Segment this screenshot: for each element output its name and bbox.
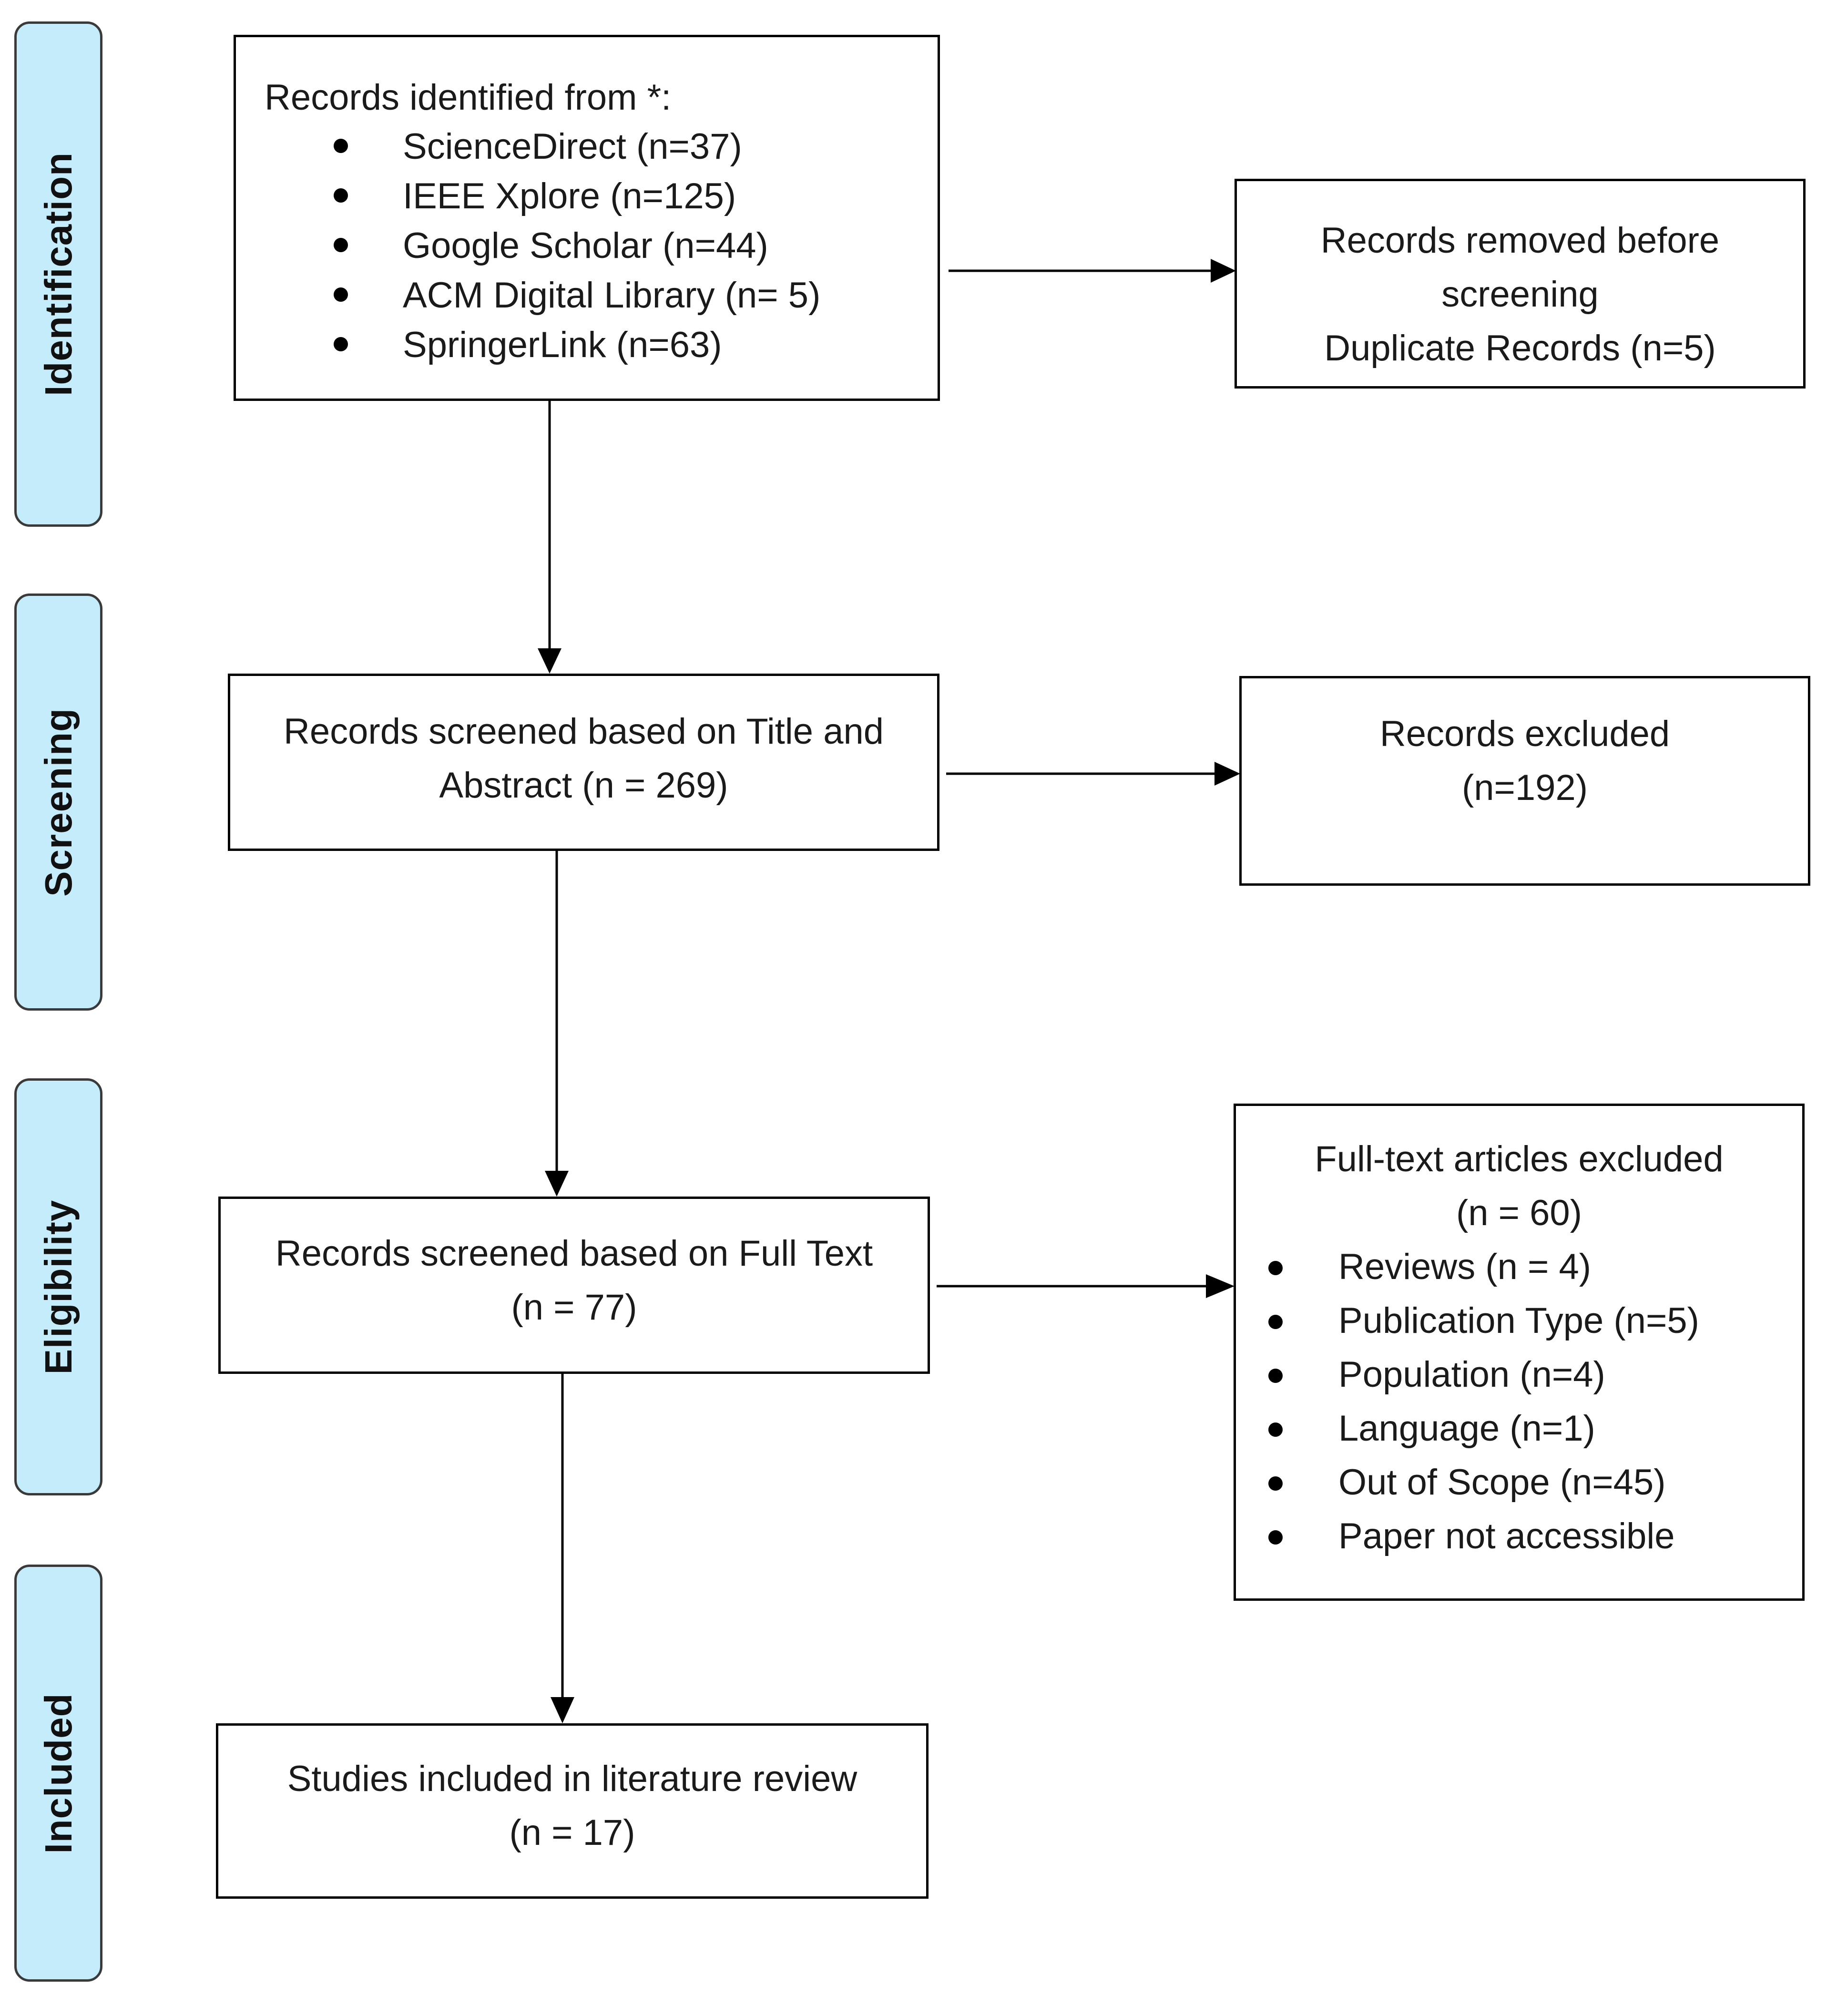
records-screened-title-box: Records screened based on Title and Abst… (228, 674, 939, 851)
records-screened-title-line1: Records screened based on Title and (283, 711, 884, 752)
arrowhead-icon (538, 648, 561, 674)
source-list: ScienceDirect (n=37) IEEE Xplore (n=125)… (236, 120, 938, 368)
source-item: Google Scholar (n=44) (236, 219, 938, 268)
source-item: ACM Digital Library (n= 5) (236, 268, 938, 318)
source-label: SpringerLink (n=63) (403, 325, 722, 365)
exclusion-reason-item: Publication Type (n=5) (1236, 1294, 1802, 1348)
fulltext-excluded-line2: (n = 60) (1456, 1193, 1582, 1233)
source-label: IEEE Xplore (n=125) (403, 176, 736, 216)
records-identified-box: Records identified from *: ScienceDirect… (234, 35, 940, 401)
exclusion-reason-label: Paper not accessible (1338, 1516, 1675, 1556)
bullet-icon (334, 287, 348, 302)
arrowhead-icon (1214, 762, 1240, 786)
exclusion-reason-label: Population (n=4) (1338, 1354, 1605, 1395)
exclusion-reason-label: Publication Type (n=5) (1338, 1300, 1699, 1341)
records-excluded-line1: Records excluded (1379, 714, 1670, 754)
studies-included-line2: (n = 17) (509, 1812, 635, 1853)
source-label: ScienceDirect (n=37) (403, 126, 742, 167)
records-screened-fulltext-line2: (n = 77) (511, 1287, 637, 1328)
phase-screening: Screening (14, 594, 102, 1011)
records-removed-line1: Records removed before (1320, 220, 1720, 261)
bullet-icon (1268, 1261, 1283, 1275)
exclusion-reason-item: Language (n=1) (1236, 1402, 1802, 1455)
arrowhead-icon (1211, 259, 1236, 283)
arrowhead-icon (551, 1697, 574, 1723)
source-label: Google Scholar (n=44) (403, 225, 768, 266)
arrowhead-icon (545, 1171, 569, 1197)
bullet-icon (334, 188, 348, 203)
exclusion-reason-item: Paper not accessible (1236, 1509, 1802, 1563)
arrowhead-icon (1206, 1274, 1235, 1298)
studies-included-box: Studies included in literature review (n… (216, 1723, 929, 1899)
fulltext-excluded-box: Full-text articles excluded (n = 60) Rev… (1234, 1104, 1805, 1601)
records-identified-heading: Records identified from *: (265, 77, 672, 118)
source-item: SpringerLink (n=63) (236, 318, 938, 368)
source-item: IEEE Xplore (n=125) (236, 169, 938, 219)
records-removed-box: Records removed before screening Duplica… (1235, 179, 1806, 389)
fulltext-excluded-line1: Full-text articles excluded (1315, 1139, 1724, 1179)
records-removed-line2: screening (1441, 274, 1599, 315)
bullet-icon (334, 139, 348, 153)
exclusion-reason-list: Reviews (n = 4) Publication Type (n=5) P… (1236, 1240, 1802, 1563)
exclusion-reason-label: Language (n=1) (1338, 1408, 1595, 1449)
bullet-icon (1268, 1315, 1283, 1329)
exclusion-reason-item: Out of Scope (n=45) (1236, 1455, 1802, 1509)
records-screened-fulltext-line1: Records screened based on Full Text (275, 1233, 873, 1274)
source-label: ACM Digital Library (n= 5) (403, 275, 821, 316)
records-screened-fulltext-box: Records screened based on Full Text (n =… (218, 1197, 930, 1374)
phase-identification: Identification (14, 21, 102, 527)
exclusion-reason-label: Out of Scope (n=45) (1338, 1462, 1666, 1503)
bullet-icon (1268, 1422, 1283, 1437)
bullet-icon (334, 337, 348, 351)
bullet-icon (1268, 1530, 1283, 1545)
exclusion-reason-item: Reviews (n = 4) (1236, 1240, 1802, 1294)
bullet-icon (334, 238, 348, 252)
records-excluded-box: Records excluded (n=192) (1239, 676, 1810, 886)
records-removed-line3: Duplicate Records (n=5) (1324, 328, 1716, 368)
bullet-icon (1268, 1476, 1283, 1491)
bullet-icon (1268, 1369, 1283, 1383)
studies-included-line1: Studies included in literature review (287, 1759, 857, 1799)
phase-included: Included (14, 1565, 102, 1982)
records-excluded-line2: (n=192) (1461, 768, 1588, 808)
phase-eligibility: Eligibility (14, 1078, 102, 1495)
records-screened-title-line2: Abstract (n = 269) (439, 765, 728, 806)
source-item: ScienceDirect (n=37) (236, 120, 938, 169)
exclusion-reason-label: Reviews (n = 4) (1338, 1247, 1592, 1287)
exclusion-reason-item: Population (n=4) (1236, 1348, 1802, 1402)
